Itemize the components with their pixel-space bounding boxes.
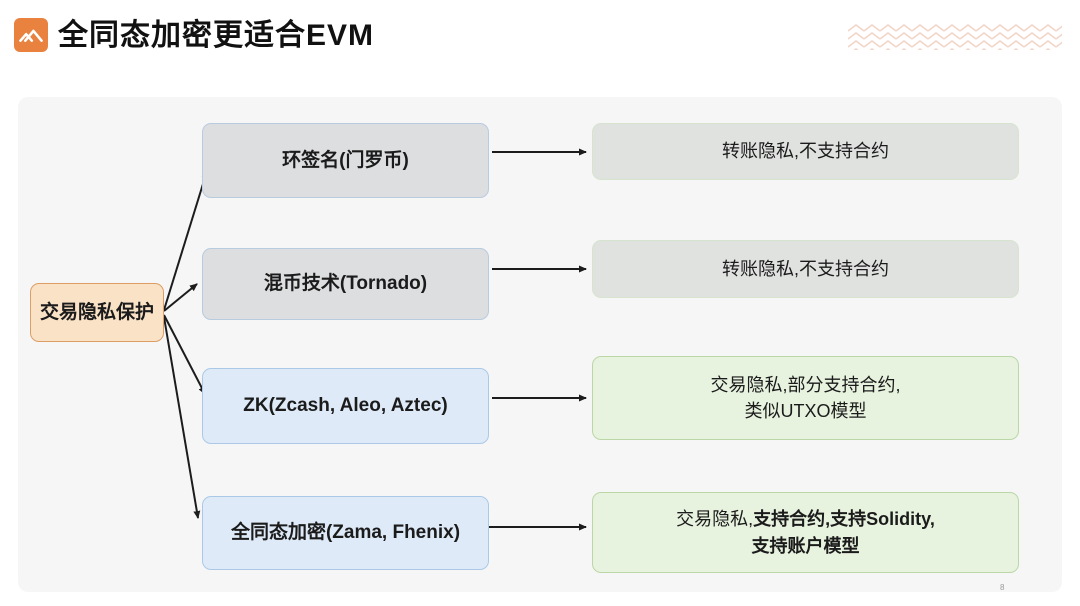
arrow-root-to-fhe (163, 316, 201, 519)
node-fhe: 全同态加密(Zama, Fhenix) (202, 496, 489, 570)
arrow-root-to-zk (163, 314, 206, 395)
result-text: 转账隐私,不支持合约 (721, 141, 889, 162)
node-label: 环签名(门罗币) (282, 149, 409, 171)
page-number: 8 (1000, 583, 1005, 592)
node-ring-signature: 环签名(门罗币) (202, 123, 489, 198)
result-text: 转账隐私,不支持合约 (721, 258, 889, 279)
result-coin-mixing: 转账隐私,不支持合约 (592, 240, 1019, 298)
node-transaction-privacy-root: 交易隐私保护 (30, 283, 164, 342)
node-label: 交易隐私保护 (39, 301, 154, 323)
result-text-line2: 类似UTXO模型 (744, 401, 867, 421)
node-label: ZK(Zcash, Aleo, Aztec) (243, 395, 448, 417)
result-zk: 交易隐私,部分支持合约, 类似UTXO模型 (592, 356, 1019, 440)
mountain-icon (19, 29, 43, 42)
result-fhe: 交易隐私,支持合约,支持Solidity, 支持账户模型 (592, 492, 1019, 573)
node-zk: ZK(Zcash, Aleo, Aztec) (202, 368, 489, 444)
node-label: 全同态加密(Zama, Fhenix) (230, 522, 461, 544)
page-title: 全同态加密更适合EVM (58, 19, 375, 52)
node-coin-mixing: 混币技术(Tornado) (202, 248, 489, 320)
node-label: 混币技术(Tornado) (263, 273, 428, 295)
result-text-line1: 交易隐私,支持合约,支持Solidity, (676, 506, 935, 532)
result-ring-signature: 转账隐私,不支持合约 (592, 123, 1019, 180)
diagram-panel: 交易隐私保护 环签名(门罗币) 混币技术(Tornado) ZK(Zcash, … (18, 97, 1062, 592)
result-text-line1: 交易隐私,部分支持合约, (710, 374, 901, 395)
result-text-normal: 交易隐私, (676, 509, 754, 530)
app-logo (14, 18, 48, 52)
result-text-line2: 支持账户模型 (751, 535, 860, 556)
arrow-root-to-mixer (163, 283, 198, 312)
herringbone-decoration (848, 24, 1062, 50)
arrow-root-to-ring (163, 170, 209, 311)
result-text-bold: 支持合约,支持Solidity, (753, 509, 935, 530)
